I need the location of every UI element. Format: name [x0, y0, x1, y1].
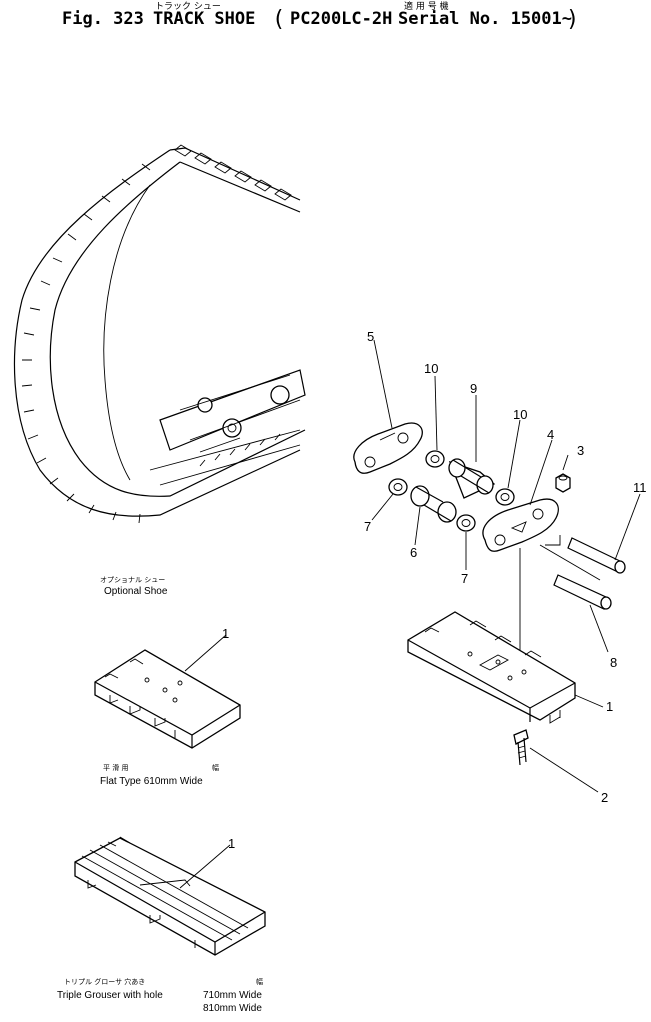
- header: Fig. 323 TRACK SHOE トラック シュー ( PC200LC-2…: [62, 0, 579, 32]
- part-8-pin: [553, 574, 612, 610]
- fig-label: Fig. 323: [62, 9, 144, 29]
- callout-5: 5: [367, 329, 374, 344]
- optional-en: Optional Shoe: [104, 586, 168, 597]
- callout-11: 11: [633, 480, 647, 495]
- part-2-bolt: [513, 729, 529, 766]
- callout-7-right: 7: [461, 571, 468, 586]
- model-label: PC200LC-2H: [290, 9, 392, 29]
- flat-type-shoe: 1 平 滑 用 幅 Flat Type 610mm Wide: [94, 626, 241, 787]
- callout-10-upper: 10: [424, 361, 438, 376]
- triple-width-810: 810mm Wide: [203, 1003, 262, 1014]
- title-kana: トラック シュー: [155, 1, 221, 12]
- triple-width-710: 710mm Wide: [203, 990, 262, 1001]
- part-5-link: [353, 422, 423, 474]
- callout-4: 4: [547, 427, 554, 442]
- serial-label: Serial No. 15001~: [398, 9, 572, 29]
- callouts: 5 10 9 10 4 3 11 7 6 7 8 1 2: [364, 329, 647, 805]
- callout-9: 9: [470, 381, 477, 396]
- triple-grouser-shoe: 1 トリプル グローサ 穴あき 幅 Triple Grouser with ho…: [57, 836, 266, 1014]
- triple-en: Triple Grouser with hole: [57, 990, 163, 1001]
- title-en: TRACK SHOE: [153, 9, 255, 29]
- callout-1-flat: 1: [222, 626, 229, 641]
- callout-3: 3: [577, 443, 584, 458]
- callout-7-left: 7: [364, 519, 371, 534]
- track-chain-illustration: [13, 144, 306, 524]
- callout-8: 8: [610, 655, 617, 670]
- flat-en: Flat Type 610mm Wide: [100, 776, 203, 787]
- part-4-link: [482, 498, 559, 552]
- part-9-bushing: [448, 458, 496, 499]
- triple-kana-width: 幅: [256, 977, 263, 986]
- callout-2: 2: [601, 790, 608, 805]
- flat-kana: 平 滑 用: [103, 763, 128, 772]
- paren-open: (: [272, 7, 285, 32]
- paren-close: ): [566, 7, 579, 32]
- part-10-seal-upper: [425, 450, 445, 468]
- optional-kana: オプショナル シュー: [100, 576, 165, 584]
- part-3-nut: [555, 473, 571, 493]
- part-11-pin: [567, 537, 626, 574]
- part-1-shoe: [407, 611, 576, 724]
- exploded-parts: [353, 422, 626, 766]
- serial-kana: 適 用 号 機: [404, 0, 449, 12]
- triple-kana: トリプル グローサ 穴あき: [64, 977, 145, 986]
- callout-1-main: 1: [606, 699, 613, 714]
- callout-10-lower: 10: [513, 407, 527, 422]
- part-7-seal-right: [456, 514, 476, 532]
- part-10-seal-lower: [495, 488, 515, 506]
- callout-1-triple: 1: [228, 836, 235, 851]
- part-7-seal-left: [388, 478, 408, 496]
- callout-6: 6: [410, 545, 417, 560]
- part-6-bushing: [410, 485, 457, 523]
- optional-shoe-caption: オプショナル シュー Optional Shoe: [100, 576, 168, 597]
- flat-kana-width: 幅: [212, 763, 219, 772]
- callout-leaders: [371, 339, 641, 793]
